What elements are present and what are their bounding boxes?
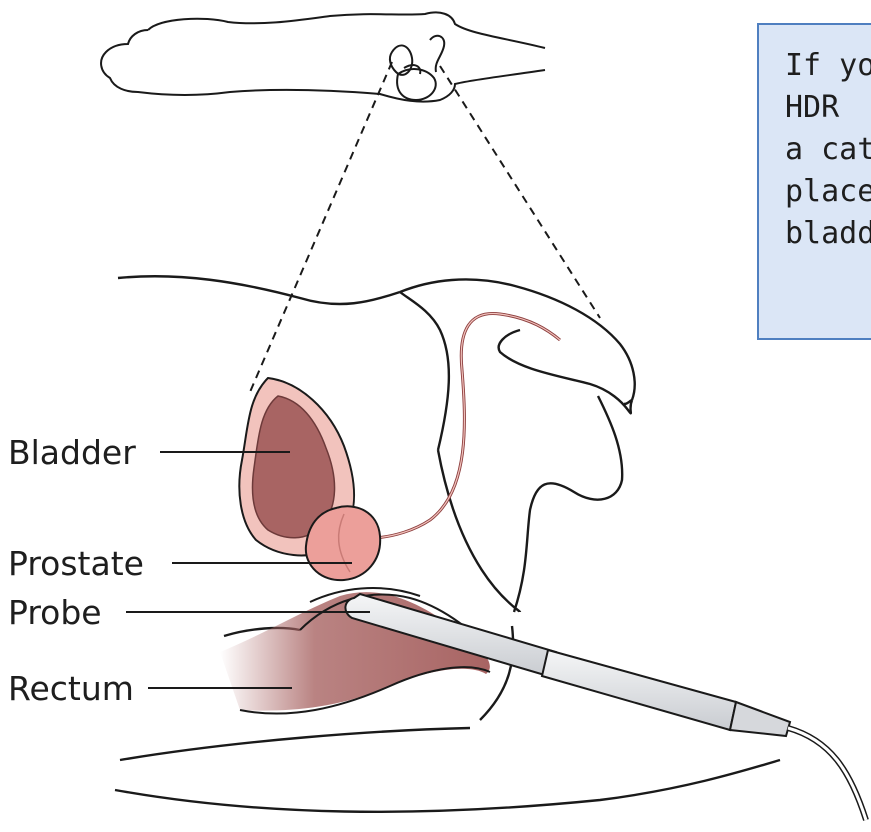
info-callout: If you HDR a cath place bladd: [757, 23, 871, 340]
body-silhouette: [101, 12, 545, 101]
pelvis-outline: [115, 276, 780, 812]
label-rectum: Rectum: [8, 672, 134, 705]
label-prostate: Prostate: [8, 547, 144, 580]
urethra-line: [320, 313, 560, 538]
zoom-lines: [250, 62, 600, 392]
label-probe: Probe: [8, 596, 102, 629]
ultrasound-probe: [345, 594, 866, 820]
info-callout-text: If you HDR a cath place bladd: [785, 45, 871, 255]
prostate-organ: [306, 506, 380, 580]
label-bladder: Bladder: [8, 436, 136, 469]
